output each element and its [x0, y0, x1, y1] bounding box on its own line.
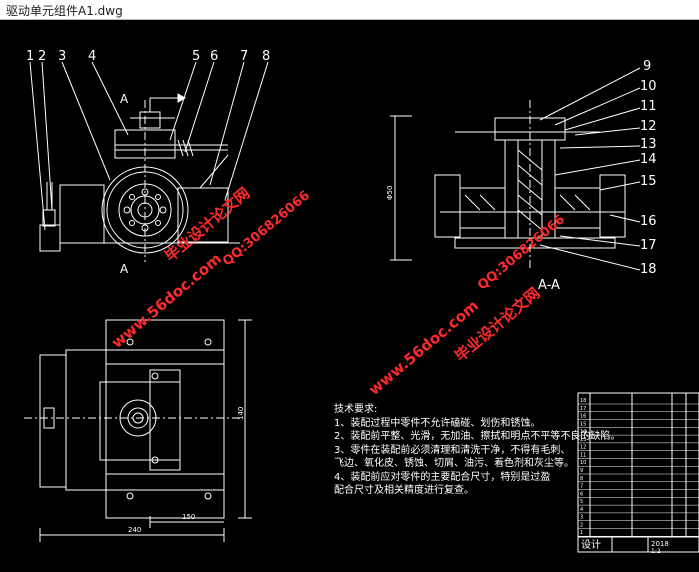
title-block-row-number: 3 [580, 515, 583, 521]
cad-drawing: 1 2 3 4 5 6 7 8 A A 9 10 11 12 13 14 15 … [24, 49, 699, 555]
part-number: 11 [640, 99, 657, 114]
part-number: 15 [640, 174, 657, 189]
title-block-row-number: 12 [580, 445, 586, 451]
part-number: 1 [26, 49, 34, 64]
title-block-row-number: 18 [580, 398, 586, 404]
dimension-text: 240 [128, 526, 141, 534]
part-number: 17 [640, 238, 657, 253]
part-number: 3 [58, 49, 66, 64]
tech-requirement-line: 4、装配前应对零件的主要配合尺寸，特别是过盈 [334, 471, 551, 483]
part-number: 10 [640, 79, 657, 94]
part-number: 4 [88, 49, 96, 64]
section-label: A [120, 262, 129, 276]
part-number: 14 [640, 152, 657, 167]
section-label: A [120, 92, 129, 106]
title-block-row-number: 11 [580, 452, 586, 458]
title-block-row-number: 15 [580, 421, 586, 427]
title-block-row-number: 9 [580, 468, 583, 474]
tech-requirement-line: 3、零件在装配前必须清理和清洗干净，不得有毛刺、 [334, 444, 571, 456]
part-number: 13 [640, 137, 657, 152]
title-block-row-number: 1 [580, 530, 583, 536]
section-title: A-A [538, 278, 560, 293]
tech-requirement-line: 2、装配前平整、光滑，无加油、擦拭和明点不平等不良的缺陷。 [334, 431, 621, 442]
part-number: 12 [640, 119, 657, 134]
title-block-row-number: 2 [580, 522, 583, 528]
window-titlebar: 驱动单元组件A1.dwg [0, 0, 699, 20]
top-view [24, 319, 252, 542]
title-block-row-number: 17 [580, 406, 586, 412]
title-block-row-number: 7 [580, 484, 583, 490]
title-block-row-number: 4 [580, 507, 583, 513]
drawing-canvas[interactable]: 1 2 3 4 5 6 7 8 A A 9 10 11 12 13 14 15 … [0, 20, 699, 572]
dimension-text: Φ50 [386, 186, 394, 200]
part-number: 7 [240, 49, 248, 64]
title-block-row-number: 13 [580, 437, 586, 443]
tech-requirements: 技术要求: 1、装配过程中零件不允许磕碰、划伤和锈蚀。 2、装配前平整、光滑，无… [334, 403, 620, 498]
title-block-row-number: 10 [580, 460, 586, 466]
part-number: 2 [38, 49, 46, 64]
tech-requirement-line: 1、装配过程中零件不允许磕碰、划伤和锈蚀。 [334, 417, 541, 429]
part-number: 9 [643, 59, 651, 74]
tech-requirements-title: 技术要求: [334, 404, 378, 415]
dimension-text: 140 [237, 407, 245, 420]
title-block-scale: 1:2 [651, 548, 661, 555]
title-block-row-number: 16 [580, 414, 586, 420]
title-block-row-number: 5 [580, 499, 583, 505]
part-number: 16 [640, 214, 657, 229]
front-view [29, 61, 269, 262]
side-view [390, 67, 641, 271]
title-block-row-number: 6 [580, 491, 583, 497]
part-number: 6 [210, 49, 218, 64]
window-title: 驱动单元组件A1.dwg [6, 4, 123, 18]
part-number: 5 [192, 49, 200, 64]
title-block-row-number: 14 [580, 429, 586, 435]
title-block-design: 设计 [581, 538, 601, 551]
title-block-year: 2018 [651, 540, 669, 548]
title-block-row-number: 8 [580, 476, 583, 482]
tech-requirement-line: 配合尺寸及相关精度进行复查。 [334, 485, 474, 496]
part-number: 18 [640, 262, 657, 277]
part-number: 8 [262, 49, 270, 64]
tech-requirement-line: 飞边、氧化皮、锈蚀、切屑、油污、着色剂和灰尘等。 [334, 458, 574, 469]
dimension-text: 150 [182, 513, 195, 521]
